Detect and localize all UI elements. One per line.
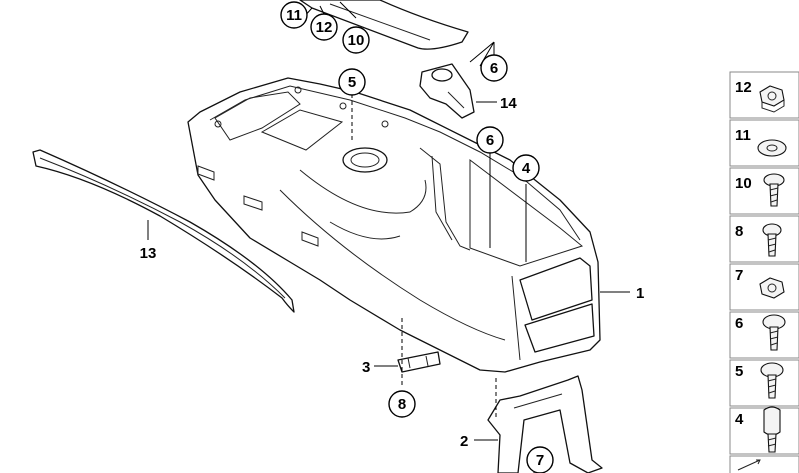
svg-text:4: 4	[522, 160, 531, 177]
callout-6-right: 6	[476, 126, 504, 154]
trim-strip-13	[32, 149, 295, 313]
callout-10: 10	[342, 26, 370, 54]
callout-4: 4	[512, 154, 540, 182]
svg-text:3: 3	[362, 359, 370, 376]
svg-text:8: 8	[735, 223, 743, 240]
callout-5: 5	[338, 68, 366, 96]
label-14: 14	[500, 95, 517, 112]
svg-text:13: 13	[140, 245, 157, 262]
legend-item-6: 6	[729, 311, 799, 359]
svg-text:2: 2	[460, 433, 468, 450]
svg-text:7: 7	[735, 267, 743, 284]
callout-7: 7	[526, 446, 554, 473]
svg-text:14: 14	[500, 95, 517, 112]
callout-6-top: 6	[480, 54, 508, 82]
callout-11: 11	[280, 1, 308, 29]
legend-item-12: 12	[729, 71, 799, 119]
svg-text:10: 10	[348, 32, 365, 49]
center-console-body	[187, 77, 601, 373]
svg-text:11: 11	[735, 127, 751, 144]
callout-12: 12	[310, 13, 338, 41]
svg-text:10: 10	[735, 175, 752, 192]
legend-item-partial	[729, 455, 799, 473]
svg-text:6: 6	[490, 60, 498, 77]
legend-item-4: 4	[729, 406, 799, 455]
svg-text:7: 7	[536, 452, 544, 469]
legend-item-8: 8	[729, 215, 799, 263]
legend-item-5: 5	[729, 359, 799, 407]
svg-text:6: 6	[486, 132, 494, 149]
svg-text:6: 6	[735, 315, 743, 332]
legend-item-11: 11	[729, 119, 799, 167]
callout-8: 8	[388, 390, 416, 418]
legend-item-7: 7	[729, 263, 799, 311]
bracket-14	[419, 63, 475, 119]
svg-text:5: 5	[735, 363, 743, 380]
svg-text:8: 8	[398, 396, 406, 413]
svg-text:4: 4	[735, 411, 744, 428]
svg-text:5: 5	[348, 74, 356, 91]
label-13: 13	[140, 245, 157, 262]
clip-3	[397, 351, 441, 373]
svg-text:11: 11	[286, 7, 302, 24]
label-1: 1	[636, 285, 644, 302]
label-3: 3	[362, 359, 370, 376]
legend-item-10: 10	[729, 167, 799, 215]
svg-text:12: 12	[735, 79, 752, 96]
label-2: 2	[460, 433, 468, 450]
fastener-legend: 12 11 10 8	[729, 71, 799, 473]
top-trim-piece	[299, 0, 469, 50]
bracket-2	[487, 375, 603, 473]
svg-text:12: 12	[316, 19, 333, 36]
svg-text:1: 1	[636, 285, 644, 302]
